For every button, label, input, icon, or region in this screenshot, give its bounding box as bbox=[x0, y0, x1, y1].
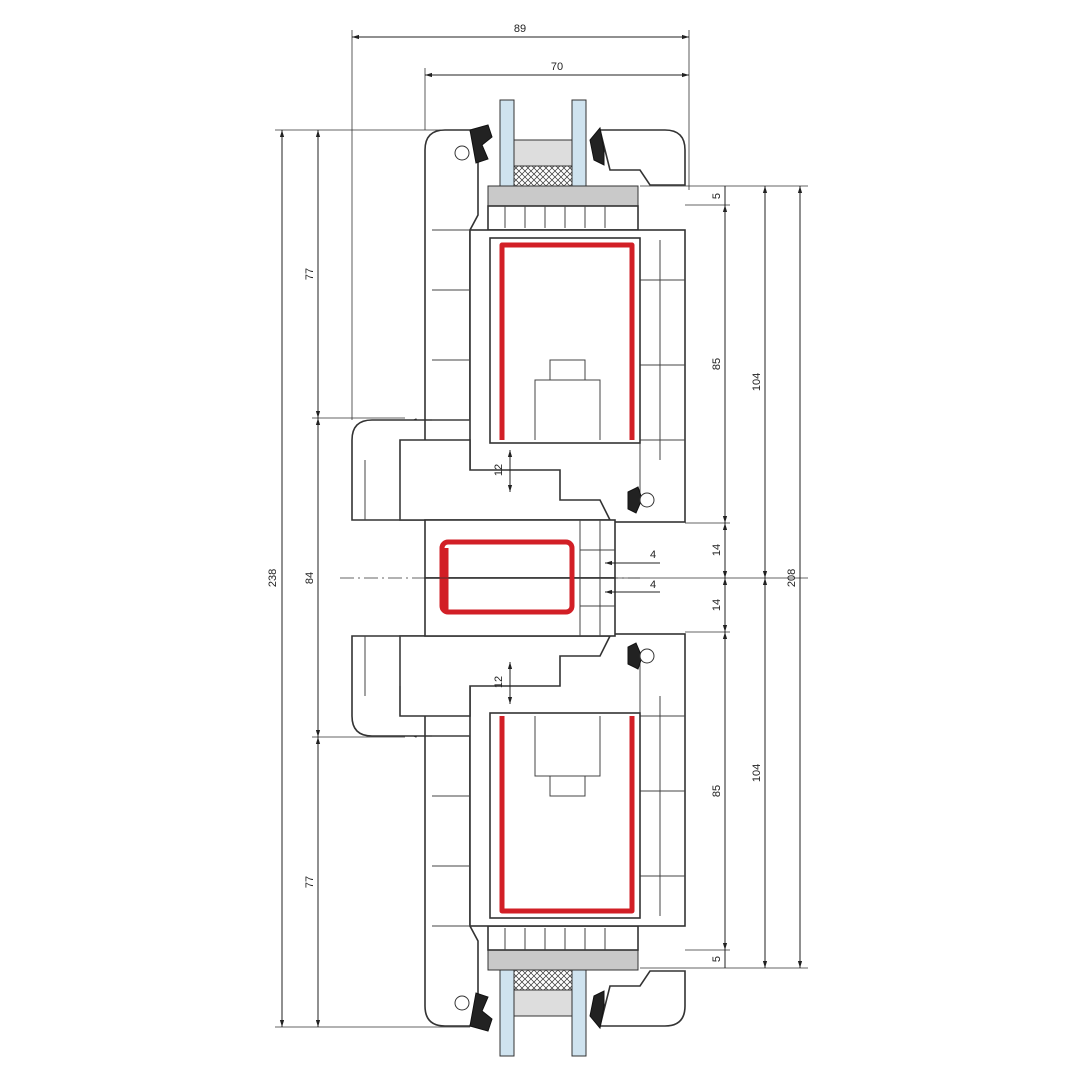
dim-bottom-half: 104 bbox=[751, 764, 763, 782]
dim-overall-right: 208 bbox=[786, 569, 798, 587]
dim-mullion-left: 84 bbox=[304, 572, 316, 584]
dim-top-gap: 5 bbox=[711, 193, 723, 199]
dim-top-offset: 4 bbox=[650, 549, 656, 561]
dim-bottom-overlap: 14 bbox=[711, 599, 723, 611]
dim-top-overlap: 14 bbox=[711, 544, 723, 556]
steel-reinforcement-mullion bbox=[439, 539, 575, 615]
lower-sash-section bbox=[352, 578, 685, 1056]
dim-sash-width: 70 bbox=[551, 61, 563, 73]
upper-sash-section bbox=[352, 100, 685, 578]
dim-bottom-offset: 4 bbox=[650, 579, 656, 591]
dim-top-sash-left: 77 bbox=[304, 268, 316, 280]
dim-bottom-sash-right: 85 bbox=[711, 785, 723, 797]
dim-bottom-gap: 5 bbox=[711, 956, 723, 962]
dim-bottom-rebate: 12 bbox=[493, 676, 505, 688]
dim-top-rebate: 12 bbox=[493, 464, 505, 476]
dim-bottom-sash-left: 77 bbox=[304, 876, 316, 888]
dim-top-sash-right: 85 bbox=[711, 358, 723, 370]
dim-overall-width: 89 bbox=[514, 23, 526, 35]
dim-top-half: 104 bbox=[751, 373, 763, 391]
dim-overall-height: 238 bbox=[267, 569, 279, 587]
